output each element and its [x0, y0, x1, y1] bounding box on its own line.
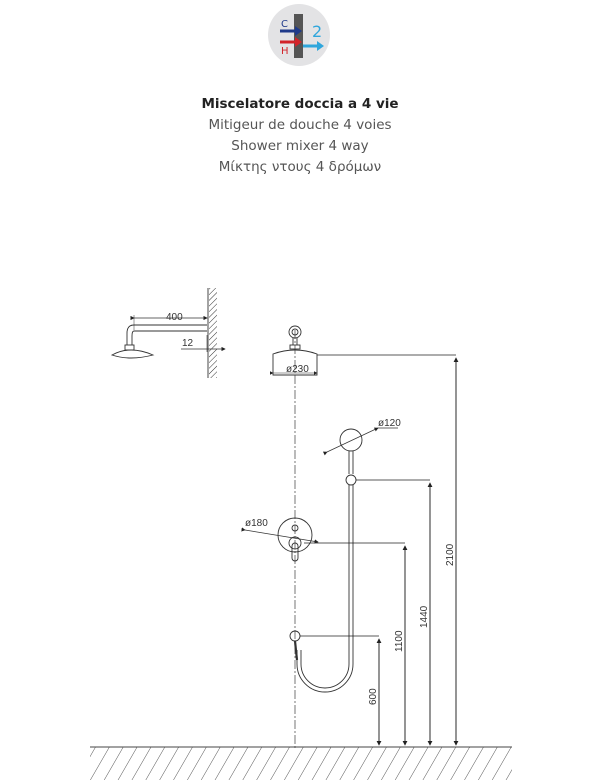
title-french: Mitigeur de douche 4 voies: [208, 117, 392, 133]
floor: [90, 746, 512, 780]
mixer-body-icon: [294, 14, 303, 58]
title-greek: Μίκτης ντους 4 δρόμων: [218, 159, 382, 175]
shower-head-front: [270, 325, 318, 376]
dim-arm-length: 400: [166, 312, 183, 323]
height-dimensions: [300, 354, 459, 746]
hand-shower: [296, 427, 398, 693]
title-english: Shower mixer 4 way: [231, 138, 369, 154]
wall-hatch: [209, 288, 217, 378]
product-titles: Miscelatore doccia a 4 vie Mitigeur de d…: [0, 94, 600, 178]
dim-arm-offset: 12: [182, 338, 194, 349]
dim-head-diameter: ø230: [286, 364, 309, 375]
mixer-plate: [241, 517, 319, 562]
svg-text:H: H: [281, 46, 289, 57]
svg-text:C: C: [281, 19, 288, 30]
title-italian: Miscelatore doccia a 4 vie: [201, 96, 399, 112]
dim-hand-holder-height: 1440: [419, 605, 430, 628]
svg-text:2: 2: [312, 22, 322, 41]
dim-head-height: 2100: [445, 543, 456, 566]
dim-hand-shower-diameter: ø120: [378, 418, 401, 429]
side-view-shower-arm: [110, 288, 226, 378]
dim-mixer-diameter: ø180: [245, 518, 268, 529]
mixer-badge-icon: C H 2: [268, 4, 330, 66]
dim-mixer-height: 1100: [394, 630, 405, 652]
dim-outlet-height: 600: [368, 688, 379, 705]
